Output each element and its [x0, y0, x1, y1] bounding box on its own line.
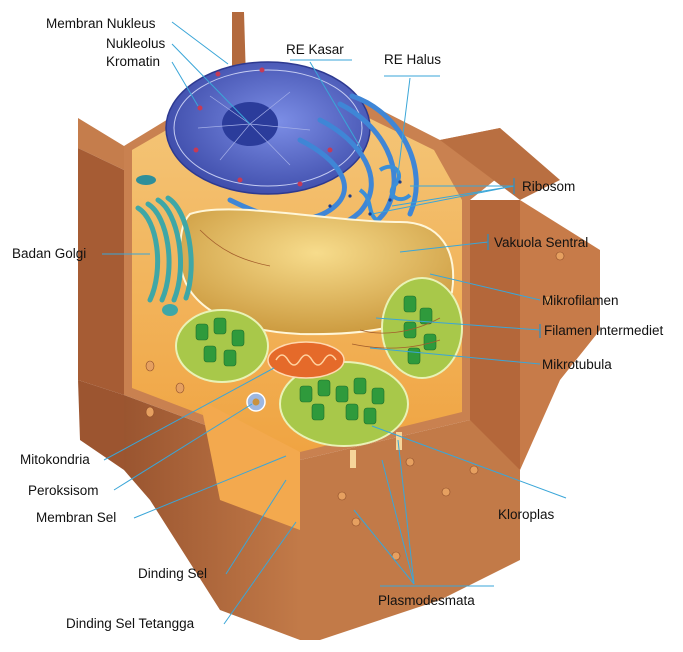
- label-ribosom: Ribosom: [522, 179, 575, 194]
- mitochondrion: [268, 342, 344, 378]
- label-re-kasar: RE Kasar: [286, 42, 344, 57]
- label-kloroplas: Kloroplas: [498, 507, 555, 522]
- label-nukleolus: Nukleolus: [106, 36, 166, 51]
- label-peroksisom: Peroksisom: [28, 483, 99, 498]
- label-mikrotubula: Mikrotubula: [542, 357, 612, 372]
- label-kromatin: Kromatin: [106, 54, 160, 69]
- label-vakuola-sentral: Vakuola Sentral: [494, 235, 588, 250]
- label-mitokondria: Mitokondria: [20, 452, 90, 467]
- label-re-halus: RE Halus: [384, 52, 441, 67]
- label-filamen-intermediet: Filamen Intermediet: [544, 323, 664, 338]
- label-plasmodesmata: Plasmodesmata: [378, 593, 475, 608]
- label-mikrofilamen: Mikrofilamen: [542, 293, 619, 308]
- label-membran-nukleus: Membran Nukleus: [46, 16, 156, 31]
- label-badan-golgi: Badan Golgi: [12, 246, 86, 261]
- plasmodesma-channel: [350, 450, 356, 468]
- label-membran-sel: Membran Sel: [36, 510, 116, 525]
- label-dinding-sel-tetangga: Dinding Sel Tetangga: [66, 616, 195, 631]
- label-dinding-sel: Dinding Sel: [138, 566, 207, 581]
